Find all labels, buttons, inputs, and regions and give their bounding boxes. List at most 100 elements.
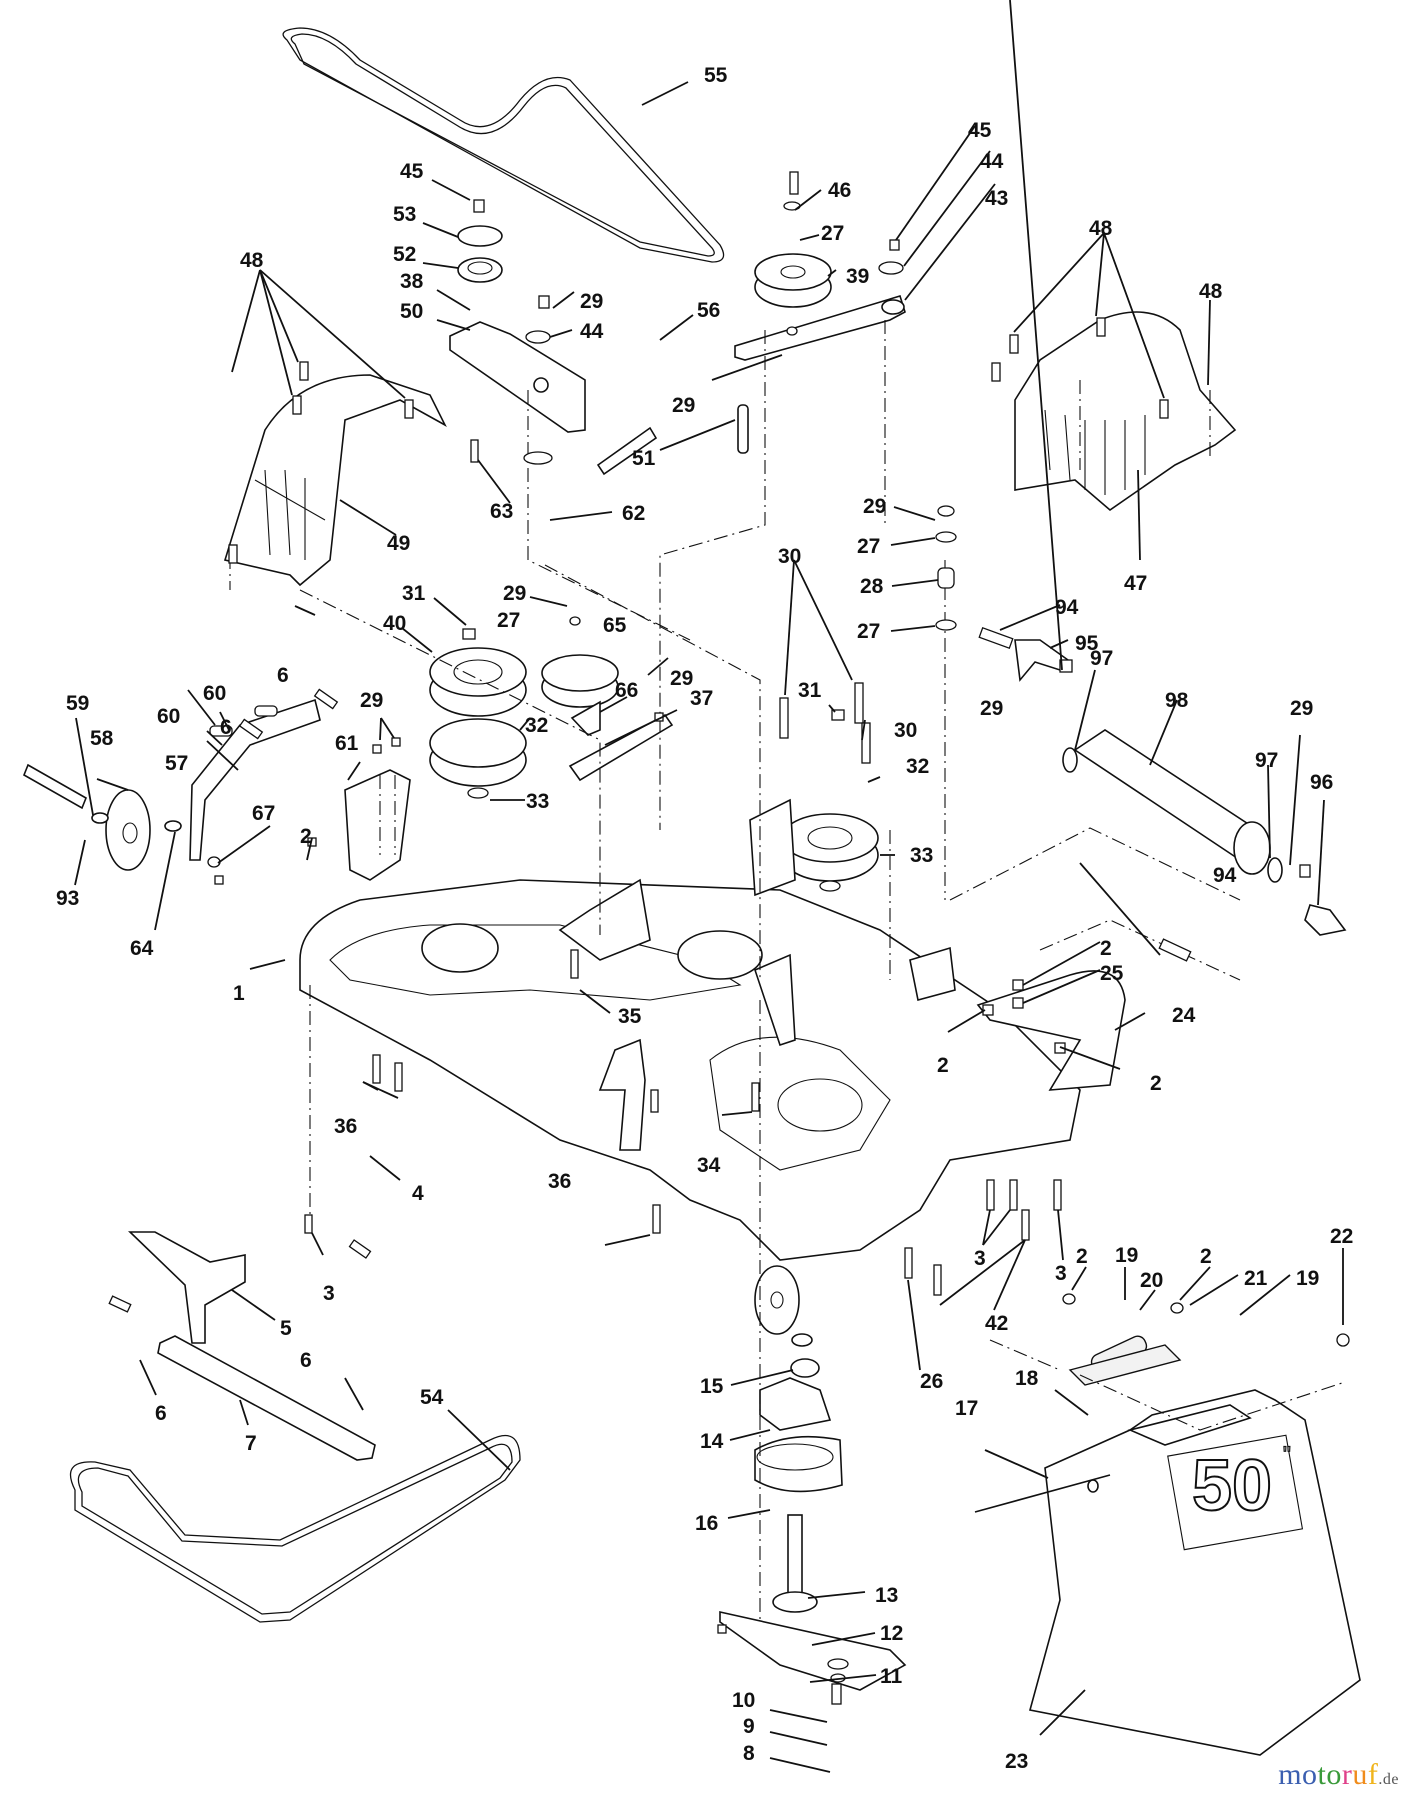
callout-20: 20 bbox=[1140, 1269, 1163, 1292]
callout-30: 30 bbox=[894, 719, 917, 742]
watermark-letter: r bbox=[1341, 1758, 1353, 1791]
callout-8: 8 bbox=[743, 1742, 755, 1765]
callout-95: 95 bbox=[1075, 632, 1099, 655]
deck-wheel bbox=[754, 1265, 800, 1335]
callout-52: 52 bbox=[393, 243, 416, 266]
mower-deck-1 bbox=[299, 798, 1081, 1261]
watermark-letter: u bbox=[1352, 1758, 1368, 1791]
callout-42: 42 bbox=[985, 1312, 1008, 1335]
motoruf-watermark: motoruf.de bbox=[1278, 1758, 1399, 1792]
callout-2: 2 bbox=[1200, 1245, 1212, 1268]
callout-15: 15 bbox=[700, 1375, 724, 1398]
callout-29: 29 bbox=[1290, 697, 1313, 720]
assembly-lines bbox=[229, 320, 1346, 1620]
callout-19: 19 bbox=[1296, 1267, 1319, 1290]
callout-31: 31 bbox=[402, 582, 426, 605]
callout-60: 60 bbox=[157, 705, 180, 728]
watermark-letter: o bbox=[1302, 1758, 1318, 1791]
idler-arm-43 bbox=[734, 295, 906, 361]
callout-27: 27 bbox=[497, 609, 520, 632]
callout-48: 48 bbox=[240, 249, 264, 272]
callout-54: 54 bbox=[420, 1386, 444, 1409]
callout-2: 2 bbox=[937, 1054, 949, 1077]
callout-23: 23 bbox=[1005, 1750, 1028, 1773]
callout-12: 12 bbox=[880, 1622, 903, 1645]
callout-11: 11 bbox=[880, 1665, 903, 1688]
callout-29: 29 bbox=[672, 394, 695, 417]
callout-34: 34 bbox=[697, 1154, 721, 1177]
callout-97: 97 bbox=[1090, 647, 1113, 670]
link-7 bbox=[157, 1335, 376, 1461]
callout-53: 53 bbox=[393, 203, 416, 226]
callout-19: 19 bbox=[1115, 1244, 1138, 1267]
watermark-letter: t bbox=[1317, 1758, 1327, 1791]
bracket-61 bbox=[344, 769, 411, 881]
callout-29: 29 bbox=[360, 689, 383, 712]
callout-65: 65 bbox=[603, 614, 627, 637]
callout-66: 66 bbox=[615, 679, 638, 702]
callout-6: 6 bbox=[220, 716, 232, 739]
callout-57: 57 bbox=[165, 752, 188, 775]
belt-54 bbox=[69, 1434, 521, 1623]
callout-27: 27 bbox=[857, 620, 880, 643]
belt-cover-47 bbox=[1014, 311, 1237, 512]
callout-37: 37 bbox=[690, 687, 713, 710]
callout-48: 48 bbox=[1199, 280, 1223, 303]
watermark-letter: o bbox=[1326, 1758, 1342, 1791]
callout-9: 9 bbox=[743, 1715, 755, 1738]
callout-3: 3 bbox=[1055, 1262, 1067, 1285]
callout-98: 98 bbox=[1165, 689, 1189, 712]
callout-44: 44 bbox=[580, 320, 604, 343]
callout-14: 14 bbox=[700, 1430, 724, 1453]
callout-45: 45 bbox=[968, 119, 992, 142]
callout-39: 39 bbox=[846, 265, 869, 288]
callout-21: 21 bbox=[1244, 1267, 1268, 1290]
bracket-66 bbox=[570, 700, 601, 736]
callout-46: 46 bbox=[828, 179, 851, 202]
discharge-chute-23: 50 " bbox=[974, 1344, 1361, 1756]
callout-49: 49 bbox=[387, 532, 410, 555]
callout-27: 27 bbox=[857, 535, 880, 558]
callout-64: 64 bbox=[130, 937, 154, 960]
callout-50: 50 bbox=[400, 300, 423, 323]
callout-59: 59 bbox=[66, 692, 89, 715]
spindle-assembly bbox=[719, 1333, 907, 1691]
callout-29: 29 bbox=[503, 582, 526, 605]
callout-30: 30 bbox=[778, 545, 801, 568]
callout-25: 25 bbox=[1100, 962, 1124, 985]
callout-61: 61 bbox=[335, 732, 359, 755]
callout-16: 16 bbox=[695, 1512, 718, 1535]
callout-2: 2 bbox=[1076, 1245, 1088, 1268]
callout-47: 47 bbox=[1124, 572, 1147, 595]
callout-26: 26 bbox=[920, 1370, 943, 1393]
callout-6: 6 bbox=[300, 1349, 312, 1372]
callout-36: 36 bbox=[548, 1170, 571, 1193]
springs bbox=[596, 404, 1148, 1373]
callout-58: 58 bbox=[90, 727, 114, 750]
callout-10: 10 bbox=[732, 1689, 755, 1712]
callout-33: 33 bbox=[910, 844, 933, 867]
callout-labels: 55 45 53 52 38 50 48 29 44 56 29 51 63 6… bbox=[56, 64, 1353, 1773]
deck-size-unit: " bbox=[1283, 1442, 1291, 1467]
callout-29: 29 bbox=[670, 667, 693, 690]
callout-55: 55 bbox=[704, 64, 728, 87]
belt-55 bbox=[282, 27, 725, 263]
callout-1: 1 bbox=[233, 982, 245, 1005]
callout-67: 67 bbox=[252, 802, 275, 825]
callout-31: 31 bbox=[798, 679, 822, 702]
anti-scalp-roller-98 bbox=[1062, 729, 1283, 883]
watermark-suffix: .de bbox=[1378, 1771, 1399, 1788]
callout-13: 13 bbox=[875, 1584, 898, 1607]
belt-cover-49 bbox=[223, 374, 447, 587]
callout-6: 6 bbox=[155, 1402, 167, 1425]
leader-lines bbox=[74, 0, 1344, 1773]
callout-97: 97 bbox=[1255, 749, 1278, 772]
callout-29: 29 bbox=[980, 697, 1003, 720]
callout-6: 6 bbox=[277, 664, 289, 687]
callout-33: 33 bbox=[526, 790, 549, 813]
callout-32: 32 bbox=[906, 755, 929, 778]
callout-32: 32 bbox=[525, 714, 548, 737]
watermark-letter: m bbox=[1278, 1758, 1303, 1791]
callout-62: 62 bbox=[622, 502, 645, 525]
